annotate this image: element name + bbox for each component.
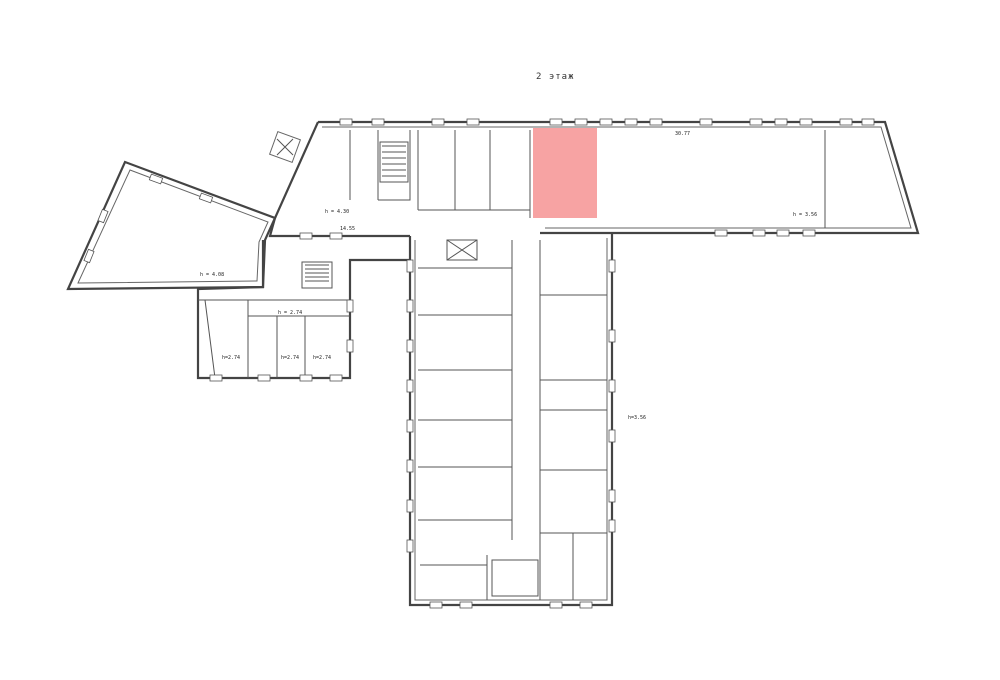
highlighted-room [533, 128, 597, 218]
upper-left-wall [268, 121, 410, 238]
height-note-hall: h = 3.56 [793, 212, 818, 218]
middle-block-wall [196, 240, 410, 380]
central-wing-wall [408, 233, 614, 607]
stair-tower [268, 130, 302, 164]
height-note-triangle: h = 4.08 [200, 272, 225, 278]
height-note-room-a: h=2.74 [222, 355, 241, 361]
height-note-room-b: h=2.74 [281, 355, 300, 361]
corridor-dimension: 14.55 [340, 226, 356, 232]
height-note-room-c: h=2.74 [313, 355, 332, 361]
hall-length-dimension: 30.77 [675, 131, 691, 137]
triangle-wing-wall [66, 160, 277, 291]
height-note-right: h=3.56 [628, 415, 647, 421]
height-note-stair: h = 4.30 [325, 209, 350, 215]
floor-title: 2 этаж [536, 72, 575, 82]
windows [83, 118, 875, 609]
height-note-corridor: h = 2.74 [278, 310, 303, 316]
